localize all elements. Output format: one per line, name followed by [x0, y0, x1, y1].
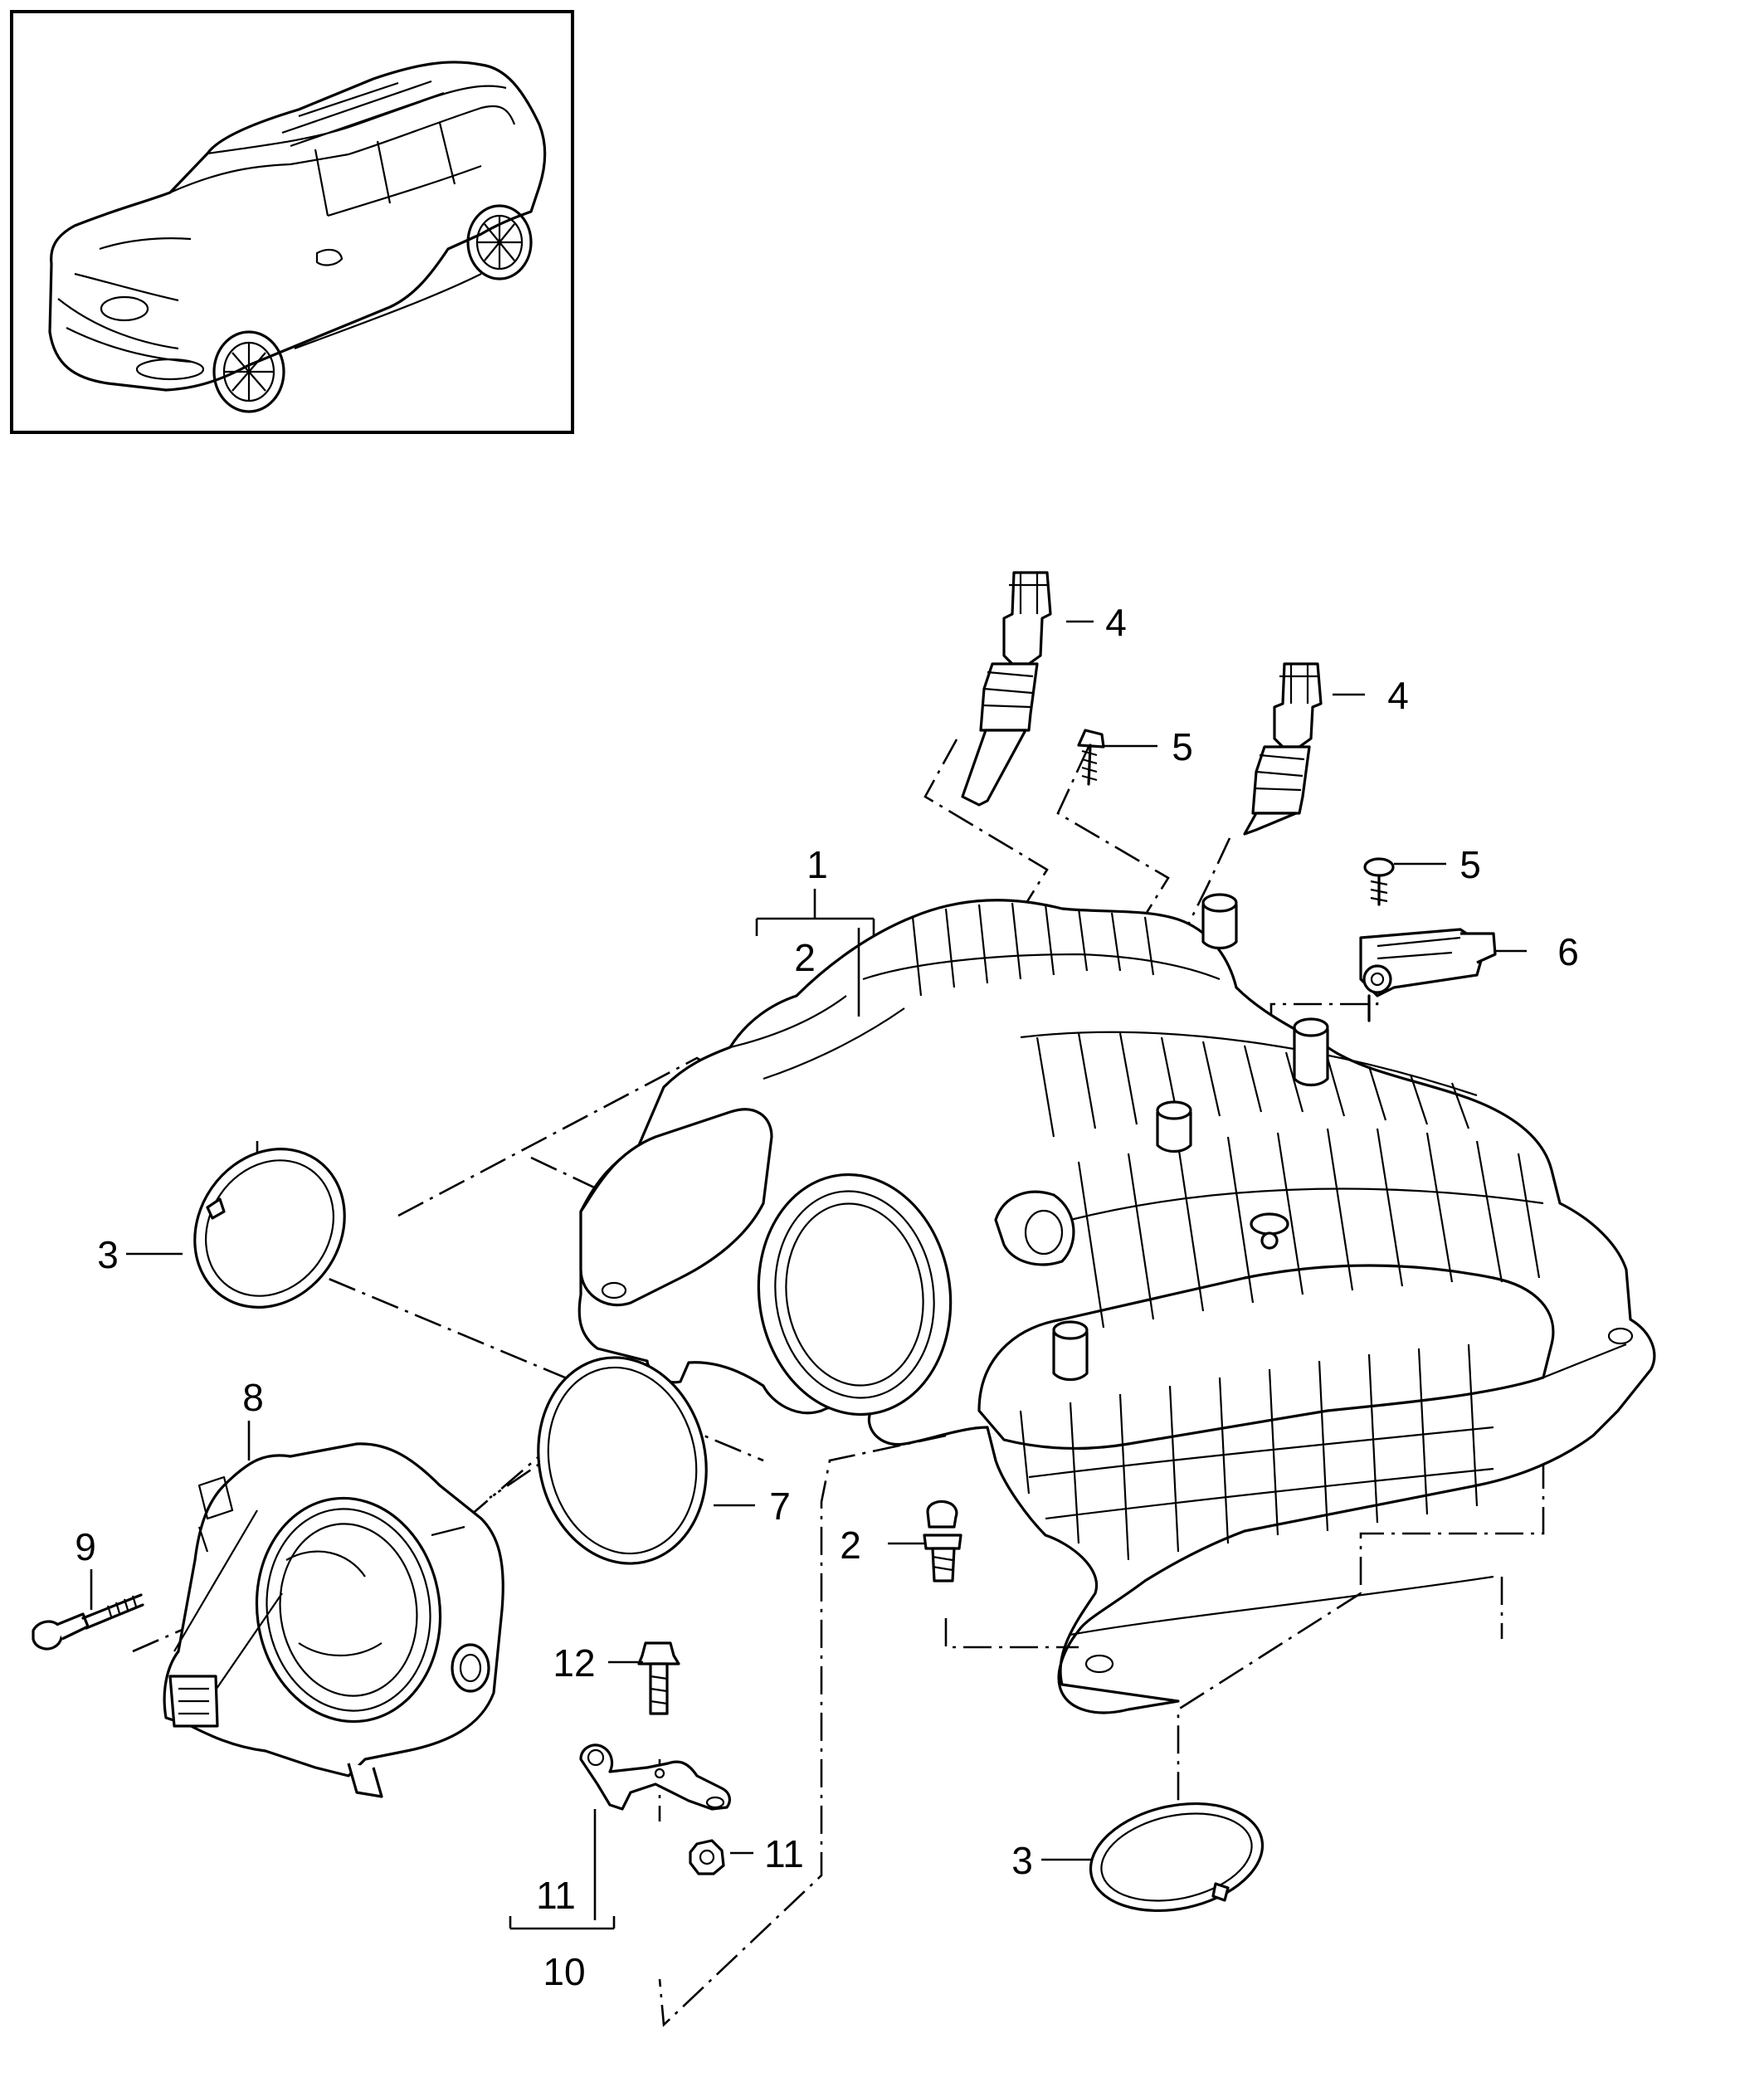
callout-10: 10 — [543, 1950, 585, 1993]
injector-left — [961, 571, 1052, 807]
callout-3-left: 3 — [97, 1233, 119, 1276]
bolt-9 — [32, 1593, 144, 1651]
callout-5-right: 5 — [1459, 843, 1481, 886]
callout-6: 6 — [1557, 930, 1579, 973]
callout-8: 8 — [242, 1376, 264, 1419]
gasket-7-throttle — [537, 1356, 708, 1565]
callout-5-upper: 5 — [1172, 725, 1193, 768]
nut-11 — [689, 1839, 725, 1875]
callout-7: 7 — [769, 1485, 791, 1528]
callout-9: 9 — [75, 1525, 96, 1568]
bolt-12 — [637, 1641, 680, 1715]
screw-2 — [923, 1500, 962, 1582]
vehicle-thumbnail — [10, 10, 574, 434]
gasket-3-left — [193, 1148, 346, 1309]
callout-1: 1 — [806, 843, 828, 886]
intake-manifold — [577, 893, 1656, 1714]
bracket-10 — [579, 1743, 731, 1811]
leader-lines — [90, 620, 1527, 1930]
callout-2-screw: 2 — [840, 1524, 861, 1567]
injector-right — [1243, 662, 1323, 836]
callout-4-left: 4 — [1105, 601, 1127, 644]
callout-4-right: 4 — [1387, 674, 1409, 717]
screw-5-right — [1363, 857, 1395, 906]
throttle-body — [163, 1442, 504, 1798]
callout-12: 12 — [553, 1641, 595, 1685]
vehicle-suv-outline-icon — [48, 61, 547, 413]
callout-2-manifold: 2 — [794, 936, 816, 979]
callout-11-bracket: 11 — [536, 1874, 576, 1917]
pressure-sensor — [1359, 928, 1497, 1022]
screw-5-upper — [1077, 729, 1105, 786]
gasket-3-bottom — [1089, 1802, 1265, 1913]
callout-3-bottom: 3 — [1011, 1839, 1033, 1882]
callout-11-nut: 11 — [764, 1832, 804, 1875]
callouts: 1 2 2 3 3 4 4 5 5 6 7 8 9 10 11 11 12 — [75, 601, 1579, 1993]
